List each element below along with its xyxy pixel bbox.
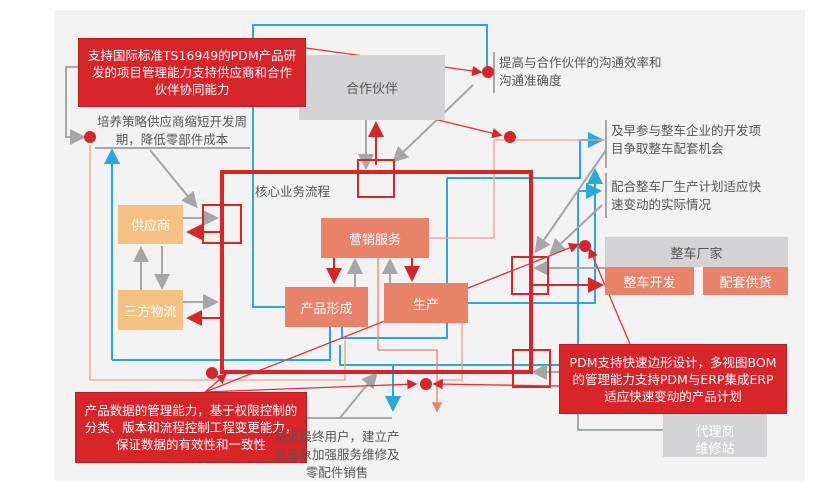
marketing-box: 营销服务: [321, 218, 429, 258]
supplier-box: 供应商: [118, 205, 183, 244]
logistics-box: 三方物流: [118, 290, 183, 330]
red-line: [204, 379, 418, 393]
callout-bottom-left: 产品数据的管理能力，基于权限控制的分类、版本和流程控制工程变更能力，保证数据的有…: [75, 392, 307, 463]
salmon-line: [89, 145, 346, 381]
oem-supply-box: 配套供货: [703, 267, 788, 295]
production-box: 生产: [384, 283, 468, 323]
benefit-plan-adapt: 配合整车厂生产计划适应快速变动的实际情况: [611, 179, 762, 212]
salmon-line: [437, 323, 463, 381]
benefit-early-join: 及早参与整车企业的开发项目争取整车配套机会: [611, 123, 762, 156]
gray-line: [149, 149, 198, 209]
core-process-frame: [220, 170, 533, 374]
red-dot: [579, 240, 591, 252]
benefit-supplier-cycle: 培养策略供应商缩短开发周期，降低零部件成本: [96, 114, 247, 147]
red-dot: [206, 367, 218, 379]
red-dot: [84, 131, 96, 143]
gray-line: [392, 84, 474, 163]
red-line: [588, 247, 631, 345]
callout-top-left: 支持国际标准TS16949的PDM产品研发的项目管理能力支持供应商和合作伙伴协同…: [78, 38, 306, 107]
benefit-partner-comm: 提高与合作伙伴的沟通效率和沟通准确度: [499, 55, 662, 88]
salmon-line: [429, 139, 606, 239]
red-line: [204, 373, 227, 393]
red-line: [432, 378, 560, 390]
oem-dev-box: 整车开发: [605, 267, 694, 295]
blue-line: [252, 175, 285, 308]
product-form-box: 产品形成: [285, 287, 368, 327]
callout-right: PDM支持快速边形设计，多视图BOM的管理能力支持PDM与ERP集成ERP适应快…: [559, 344, 787, 414]
gray-line: [339, 371, 378, 419]
blue-line: [341, 178, 448, 339]
red-dot: [420, 378, 432, 390]
blue-line: [112, 327, 331, 361]
gray-line: [493, 52, 607, 218]
oem-box: 整车厂家: [605, 237, 788, 267]
gray-line: [549, 204, 603, 255]
blue-line: [339, 345, 578, 366]
gray-line: [65, 66, 86, 145]
partner-box: 合作伙伴: [299, 55, 445, 120]
dealer-box: 代理商维修站: [663, 410, 767, 457]
gray-line: [534, 149, 607, 254]
benefit-end-user: 接近最终用户，建立产品形象加强服务维修及零配件销售: [274, 429, 400, 480]
red-dot: [504, 131, 516, 143]
blue-line: [468, 168, 603, 304]
red-dot: [482, 66, 494, 78]
core-process-title: 核心业务流程: [255, 184, 331, 199]
